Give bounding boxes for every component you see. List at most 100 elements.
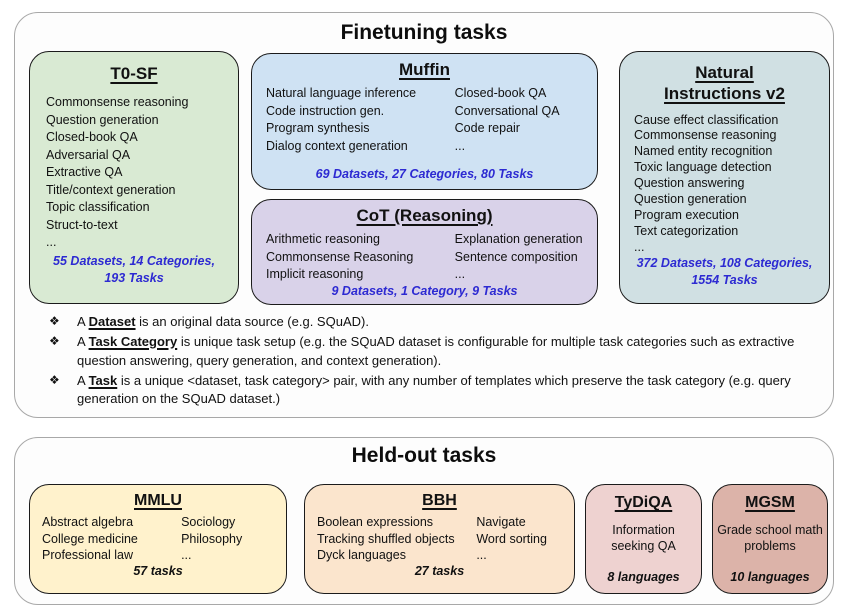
list-item: Topic classification	[46, 200, 150, 214]
note-dataset: ❖ A Dataset is an original data source (…	[45, 313, 823, 332]
note-task-category: ❖ A Task Category is unique task setup (…	[45, 333, 823, 371]
note-task: ❖ A Task is a unique <dataset, task cate…	[45, 372, 823, 410]
list-item: Closed-book QA	[46, 130, 138, 144]
cot-title: CoT (Reasoning)	[356, 206, 493, 225]
tydiqa-stats: 8 languages	[607, 570, 680, 584]
note-task-text: A Task is a unique <dataset, task catego…	[77, 372, 823, 410]
list-item: Cause effect classification	[634, 112, 779, 127]
list-item: ...	[181, 548, 192, 562]
list-item: Dialog context generation	[266, 138, 408, 153]
list-item: Program execution	[634, 207, 739, 222]
definitions-notes: ❖ A Dataset is an original data source (…	[45, 313, 823, 410]
diamond-bullet-icon: ❖	[49, 314, 60, 328]
list-item: 193 Tasks	[104, 271, 164, 286]
note-term-dataset: Dataset	[88, 314, 136, 329]
list-item: Title/context generation	[46, 182, 176, 197]
finetuning-tasks-panel: Finetuning tasks T0-SF Commonsense reaso…	[14, 12, 834, 418]
bbh-stats: 27 tasks	[414, 564, 465, 578]
list-item: ...	[454, 138, 466, 153]
list-item: Conversational QA	[454, 103, 560, 118]
note-task-category-text: A Task Category is unique task setup (e.…	[77, 333, 823, 371]
list-item: Boolean expressions	[317, 515, 434, 529]
list-item: Professional law	[42, 548, 134, 562]
list-item: ...	[476, 548, 487, 562]
list-item: Question generation	[46, 112, 159, 127]
list-item: Arithmetic reasoning	[266, 232, 380, 246]
diamond-bullet-icon: ❖	[49, 333, 60, 348]
list-item: ...	[634, 239, 645, 254]
list-item: Question answering	[634, 176, 745, 190]
note-pre: A	[77, 333, 89, 349]
muffin-task-list-right: Closed-book QA Conversational QA Code repa…	[455, 85, 597, 155]
list-item: Abstract algebra	[42, 515, 134, 529]
t0sf-stats: 55 Datasets, 14 Categories, 193 Tasks	[30, 253, 238, 295]
list-item: Text categorization	[634, 223, 739, 238]
list-item: Program synthesis	[266, 121, 370, 135]
list-item: Adversarial QA	[46, 147, 131, 162]
list-item: Philosophy	[181, 531, 243, 546]
mgsm-title: MGSM	[745, 494, 795, 511]
tydiqa-title: TyDiQA	[614, 494, 673, 511]
list-item: Commonsense reasoning	[46, 95, 189, 109]
list-item: ...	[454, 267, 466, 281]
cot-stats: 9 Datasets, 1 Category, 9 Tasks	[331, 283, 518, 298]
list-item: Dyck languages	[317, 548, 406, 562]
list-item: Sentence composition	[454, 249, 578, 264]
diamond-bullet-icon: ❖	[49, 372, 60, 387]
note-rest: is an original data source (e.g. SQuAD).	[135, 314, 369, 329]
tydiqa-description: Information seeking QA	[611, 523, 676, 554]
held-out-panel-title: Held-out tasks	[351, 444, 497, 467]
list-item: Implicit reasoning	[266, 267, 364, 281]
mgsm-box: MGSM Grade school math problems 10 langu…	[712, 484, 828, 594]
mmlu-stats: 57 tasks	[133, 564, 183, 578]
list-item: Closed-book QA	[454, 86, 547, 100]
list-item: Word sorting	[476, 531, 547, 546]
list-item: Natural language inference	[266, 86, 417, 100]
muffin-title: Muffin	[399, 60, 450, 79]
niv2-stats: 372 Datasets, 108 Categories,1554 Tasks	[620, 255, 829, 297]
list-item: Sociology	[181, 515, 236, 529]
list-item: Code instruction gen.	[266, 103, 385, 118]
list-item: 372 Datasets, 108 Categories,	[636, 256, 813, 271]
mgsm-description: Grade school math problems	[717, 523, 823, 554]
list-item: College medicine	[42, 531, 138, 546]
finetuning-panel-title: Finetuning tasks	[340, 21, 508, 44]
list-item: Toxic language detection	[634, 160, 772, 175]
list-item: Code repair	[454, 121, 520, 135]
list-item: Question generation	[634, 191, 747, 206]
list-item: Natural	[695, 63, 754, 82]
list-item: Named entity recognition	[634, 144, 773, 159]
bbh-title: BBH	[422, 492, 457, 509]
note-pre: A	[77, 314, 89, 329]
list-item: Navigate	[476, 515, 526, 529]
mmlu-title: MMLU	[134, 492, 182, 509]
note-rest: is a unique <dataset, task category> pai…	[77, 372, 791, 407]
list-item: 55 Datasets, 14 Categories,	[53, 254, 215, 269]
list-item: Commonsense Reasoning	[266, 249, 414, 264]
note-rest: is unique task setup (e.g. the SQuAD dat…	[77, 333, 795, 368]
note-term-task: Task	[88, 372, 118, 388]
note-pre: A	[77, 372, 89, 388]
note-dataset-text: A Dataset is an original data source (e.…	[77, 313, 823, 332]
muffin-stats: 69 Datasets, 27 Categories, 80 Tasks	[315, 167, 534, 181]
tydiqa-box: TyDiQA Information seeking QA 8 language…	[585, 484, 702, 594]
